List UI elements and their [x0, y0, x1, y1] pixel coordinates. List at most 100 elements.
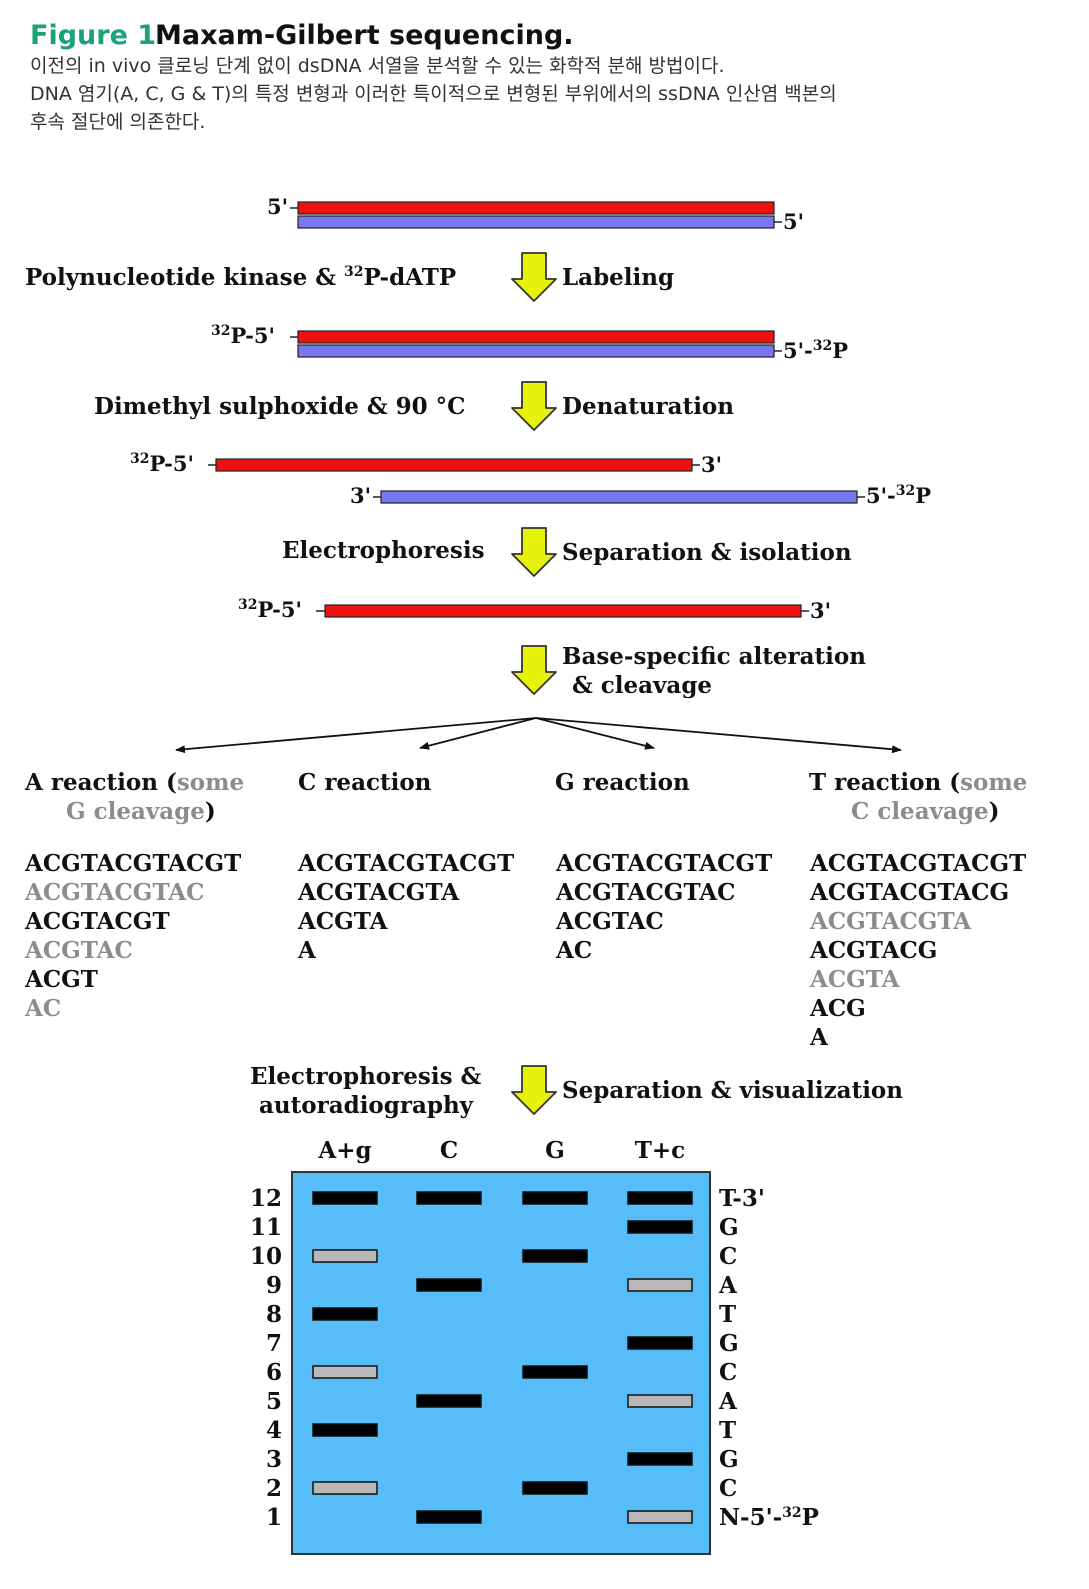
- fragment-sequence: ACGTAC: [555, 908, 664, 935]
- strand-end-label: 3': [810, 598, 831, 623]
- down-arrow-icon: [511, 527, 557, 577]
- fragment-sequence: A: [809, 1024, 829, 1051]
- strand-end-label: 32P-5': [211, 323, 275, 348]
- gel-row-number: 8: [266, 1301, 282, 1328]
- fragment-sequence: AC: [555, 937, 592, 964]
- gel-band: [312, 1191, 378, 1205]
- top-strand: [297, 201, 775, 215]
- fragment-sequence: ACGTACGTA: [809, 908, 972, 935]
- reaction-a-subtitle: G cleavage): [66, 798, 216, 825]
- down-arrow-icon: [511, 1065, 557, 1115]
- fragment-sequence: ACGTACGTACGT: [809, 850, 1026, 877]
- fragment-sequence: ACG: [809, 995, 866, 1022]
- caption-line-2: DNA 염기(A, C, G & T)의 특정 변형과 이러한 특이적으로 변형…: [30, 83, 837, 105]
- gel-row-number: 9: [266, 1272, 282, 1299]
- strand-end-label: 5': [267, 194, 288, 219]
- fragment-sequence: ACGT: [24, 966, 98, 993]
- isolated-strand: 32P-5' 3': [238, 597, 831, 623]
- fragment-sequence: AC: [24, 995, 61, 1022]
- fragment-sequence: ACGTACG: [809, 937, 937, 964]
- gel-band: [416, 1394, 482, 1408]
- gel-band: [416, 1278, 482, 1292]
- gel-band-faint: [627, 1394, 693, 1408]
- strand-end-label: 5': [783, 209, 804, 234]
- top-strand: [324, 604, 802, 618]
- gel-band: [522, 1365, 588, 1379]
- step-right-label: Labeling: [562, 264, 674, 291]
- gel-row-number: 12: [250, 1185, 282, 1212]
- gel-band: [627, 1220, 693, 1234]
- fragment-sequence: ACGTACGT: [24, 908, 170, 935]
- step-right-label: Separation & visualization: [562, 1077, 903, 1104]
- step-right-label: Base-specific alteration: [562, 643, 866, 670]
- reaction-a-title: A reaction (some: [24, 769, 244, 796]
- gel-row-number: 6: [266, 1359, 282, 1386]
- gel-base-label: G: [719, 1446, 739, 1473]
- step-left-label: Dimethyl sulphoxide & 90 °C: [94, 393, 465, 420]
- gel-band: [312, 1307, 378, 1321]
- strand-end-label: 5'-32P: [783, 338, 848, 363]
- gel-band: [627, 1191, 693, 1205]
- figure-title: Maxam-Gilbert sequencing.: [155, 20, 574, 51]
- reaction-t-title: T reaction (some: [809, 769, 1027, 796]
- step-left-label: Polynucleotide kinase & 32P-dATP: [25, 264, 456, 291]
- gel-lane-label: G: [545, 1137, 565, 1164]
- fragment-sequence: ACGTACGTACGT: [297, 850, 514, 877]
- strand-end-label: 32P-5': [130, 451, 194, 476]
- gel-row-number: 11: [250, 1214, 282, 1241]
- step-left-label: Electrophoresis &: [250, 1063, 482, 1090]
- gel-band-faint: [312, 1481, 378, 1495]
- step-right-label: & cleavage: [572, 672, 712, 699]
- gel-band: [416, 1191, 482, 1205]
- step-left-label: Electrophoresis: [282, 537, 485, 564]
- reaction-g-title: G reaction: [555, 769, 690, 796]
- bottom-strand: [297, 344, 775, 358]
- bottom-strand: [297, 215, 775, 229]
- gel-base-label: C: [719, 1475, 737, 1502]
- gel-row-number: 10: [250, 1243, 282, 1270]
- gel-band: [312, 1423, 378, 1437]
- dsdna-unlabeled: 5' 5': [267, 194, 804, 234]
- sequencing-gel: [291, 1171, 711, 1555]
- strand-end-label: 32P-5': [238, 597, 302, 622]
- gel-band: [627, 1452, 693, 1466]
- reaction-c-title: C reaction: [298, 769, 432, 796]
- branch-arrows: [175, 717, 902, 754]
- caption-line-1: 이전의 in vivo 클로닝 단계 없이 dsDNA 서열을 분석할 수 있는…: [30, 55, 725, 77]
- reaction-t-subtitle: C cleavage): [851, 798, 999, 825]
- fragment-sequence: ACGTA: [809, 966, 901, 993]
- step-left-label: autoradiography: [259, 1092, 474, 1119]
- fragment-sequence: ACGTAC: [24, 937, 133, 964]
- gel-base-label: T: [719, 1301, 736, 1328]
- gel-lane-label: T+c: [635, 1137, 685, 1164]
- gel-base-label: N-5'-32P: [719, 1504, 819, 1531]
- down-arrow-icon: [511, 252, 557, 302]
- gel-row-number: 3: [266, 1446, 282, 1473]
- gel-band-faint: [312, 1365, 378, 1379]
- step-right-label: Denaturation: [562, 393, 734, 420]
- bottom-strand: [380, 490, 858, 504]
- gel-base-label: T: [719, 1417, 736, 1444]
- fragment-sequence: ACGTACGTAC: [24, 879, 204, 906]
- step-right-label: Separation & isolation: [562, 539, 852, 566]
- gel-row-number: 4: [266, 1417, 282, 1444]
- top-strand: [215, 458, 693, 472]
- gel-band: [416, 1510, 482, 1524]
- gel-band-faint: [312, 1249, 378, 1263]
- gel-band: [522, 1249, 588, 1263]
- strand-end-label: 3': [701, 452, 722, 477]
- top-strand: [297, 330, 775, 344]
- down-arrow-icon: [511, 645, 557, 695]
- gel-base-label: A: [718, 1388, 738, 1415]
- gel-band: [522, 1481, 588, 1495]
- gel-band-faint: [627, 1510, 693, 1524]
- gel-base-label: G: [719, 1214, 739, 1241]
- strand-end-label: 3': [350, 483, 371, 508]
- gel-row-number: 1: [266, 1504, 282, 1531]
- fragment-sequence: ACGTACGTACGT: [24, 850, 241, 877]
- gel-base-label: G: [719, 1330, 739, 1357]
- gel-band: [627, 1336, 693, 1350]
- strand-end-label: 5'-32P: [866, 483, 931, 508]
- gel-base-label: A: [718, 1272, 738, 1299]
